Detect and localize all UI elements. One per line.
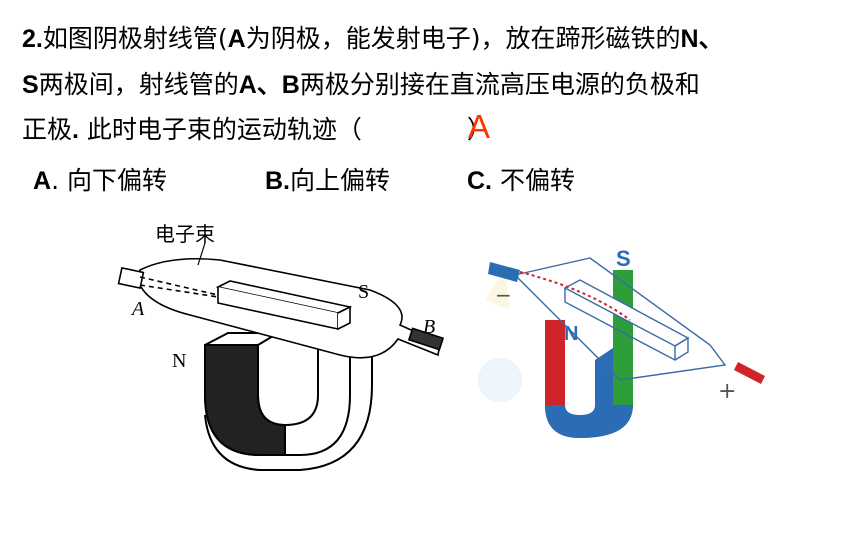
text-span: N、	[680, 25, 724, 53]
option-a: A. 向下偏转	[33, 164, 167, 198]
option-b: B.向上偏转	[265, 164, 390, 198]
question-line-1: 2.如图阴极射线管(A为阴极，能发射电子)，放在蹄形磁铁的N、	[22, 22, 724, 56]
text-span: S	[22, 71, 39, 99]
label-A: A	[130, 298, 145, 320]
label-S: S	[358, 281, 369, 303]
text-span: A	[227, 25, 246, 53]
text-span: 两极间，射线管的	[38, 70, 239, 99]
label-S-colored: S	[616, 246, 631, 271]
plus-sign: +	[718, 379, 736, 404]
label-N: N	[172, 350, 186, 372]
tube	[117, 258, 445, 359]
option-c: C. 不偏转	[467, 164, 575, 198]
question-line-2: S两极间，射线管的A、B两极分别接在直流高压电源的负极和	[22, 68, 700, 102]
text-span: A	[33, 167, 52, 195]
text-span: 此时电子束的运动轨迹（	[78, 115, 362, 144]
text-span: 正极	[22, 115, 73, 144]
text-span: 不偏转	[492, 166, 575, 195]
colored-tube	[513, 257, 727, 381]
text-span: 如图阴极射线管(	[42, 24, 228, 53]
glow-decoration	[478, 270, 522, 402]
label-electron-beam: 电子束	[155, 223, 215, 246]
text-span: A、B	[238, 71, 300, 99]
question-line-3: 正极. 此时电子束的运动轨迹（ ）	[22, 113, 492, 147]
text-span: C.	[467, 167, 492, 195]
colored-tube-diagram: S N − +	[478, 246, 765, 438]
text-span: 向上偏转	[290, 166, 391, 195]
text-span: 为阴极，能发射电子)，放在蹄形磁铁的	[245, 24, 681, 53]
text-span: .	[72, 116, 79, 144]
text-span: ）	[466, 115, 492, 144]
minus-sign: −	[495, 283, 512, 307]
text-span: B.	[265, 167, 290, 195]
answer-mark: A	[468, 108, 491, 145]
label-N-colored: N	[564, 323, 578, 345]
colored-magnet	[545, 270, 633, 438]
cathode-ray-tube-diagram: 电子束 A B S N	[117, 223, 445, 471]
question-number: 2.	[22, 25, 43, 53]
text-span: . 向下偏转	[51, 166, 167, 195]
label-B: B	[423, 316, 435, 338]
text-span: 两极分别接在直流高压电源的负极和	[299, 70, 700, 99]
